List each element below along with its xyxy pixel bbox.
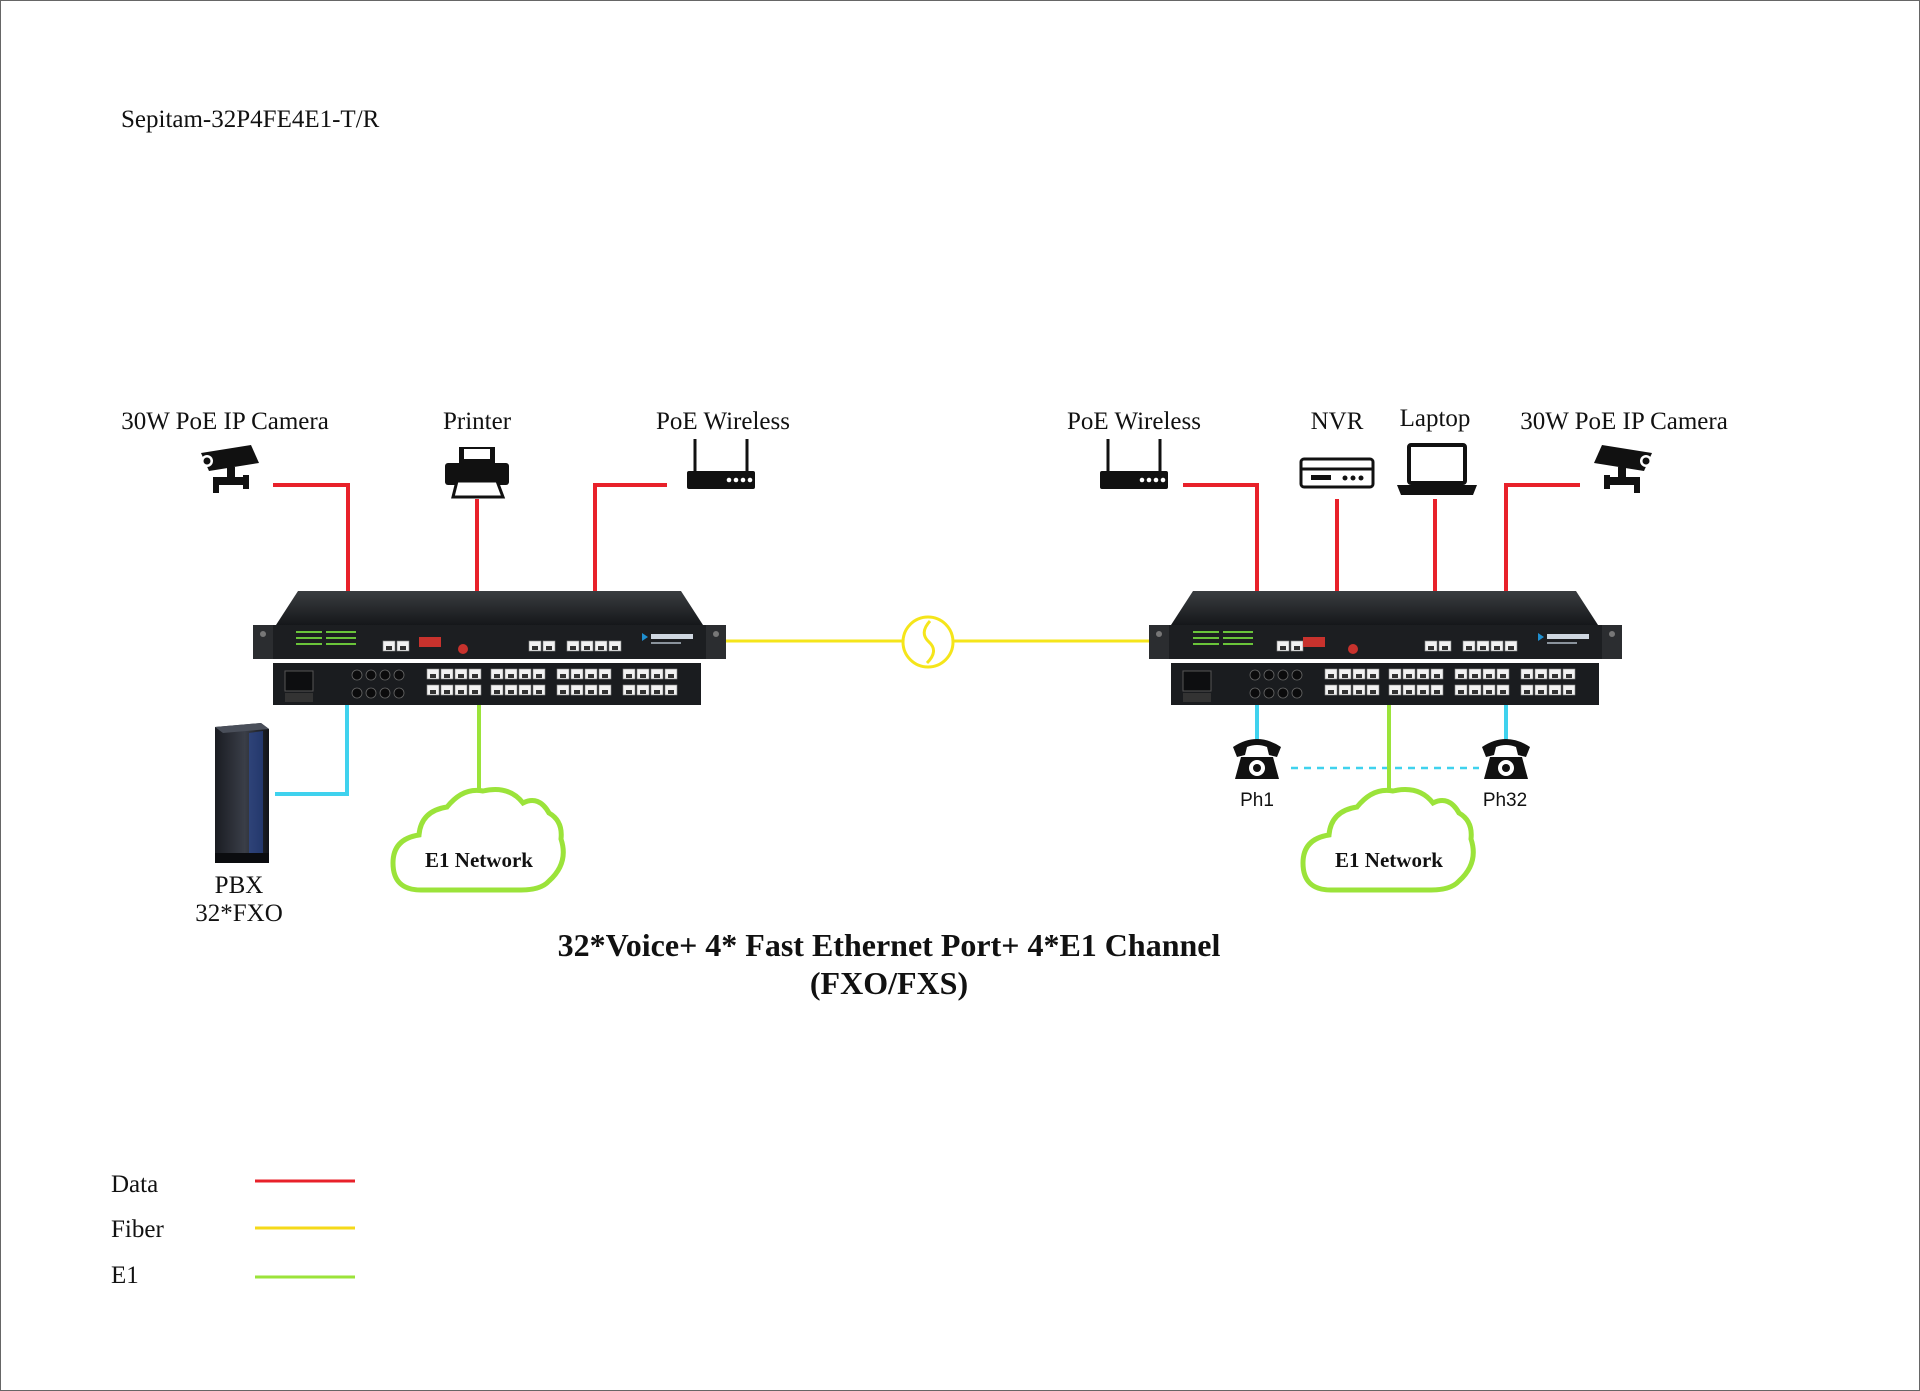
left-printer-label: Printer [442,408,512,435]
ph32-phone-icon [1482,739,1530,779]
right-router-icon [1098,437,1170,491]
title-line-2: (FXO/FXS) [809,965,969,1001]
right-ip-camera-icon [1594,445,1652,493]
laptop-icon [1397,443,1477,495]
left-router-icon [685,437,757,491]
right-converter-unit [1149,591,1622,705]
left-camera-label: 30W PoE IP Camera [121,408,329,435]
right-e1-cloud-label: E1 Network [1335,848,1443,872]
model-label: Sepitam-32P4FE4E1-T/R [121,106,380,133]
left-printer-icon [445,447,509,499]
pbx-icon [215,723,269,863]
left-ip-camera-icon [201,445,259,493]
title-line-1: 32*Voice+ 4* Fast Ethernet Port+ 4*E1 Ch… [557,927,1221,963]
nvr-icon [1299,457,1375,489]
right-e1-cloud: E1 Network [1300,787,1476,893]
left-converter-unit [253,591,726,705]
phone-first-label: Ph1 [1240,790,1274,811]
legend-e1-label: E1 [111,1262,139,1289]
pbx-voice-line [275,705,349,796]
legend-data-label: Data [111,1171,159,1198]
right-nvr-label: NVR [1310,408,1364,435]
left-e1-cloud: E1 Network [390,787,566,893]
fiber-break-icon [901,615,955,669]
left-data-lines [273,483,667,591]
right-laptop-label: Laptop [1399,405,1471,432]
legend-fiber-label: Fiber [111,1216,164,1243]
ph1-phone-icon [1233,739,1281,779]
left-e1-cloud-label: E1 Network [425,848,533,872]
diagram-title: 32*Voice+ 4* Fast Ethernet Port+ 4*E1 Ch… [558,926,1221,1002]
phone-last-label: Ph32 [1482,790,1528,811]
right-camera-label: 30W PoE IP Camera [1520,408,1728,435]
pbx-ports-label: 32*FXO [195,900,283,927]
pbx-label: PBX [214,872,264,899]
left-wireless-label: PoE Wireless [656,408,790,435]
right-wireless-label: PoE Wireless [1067,408,1201,435]
right-data-lines [1183,483,1580,591]
